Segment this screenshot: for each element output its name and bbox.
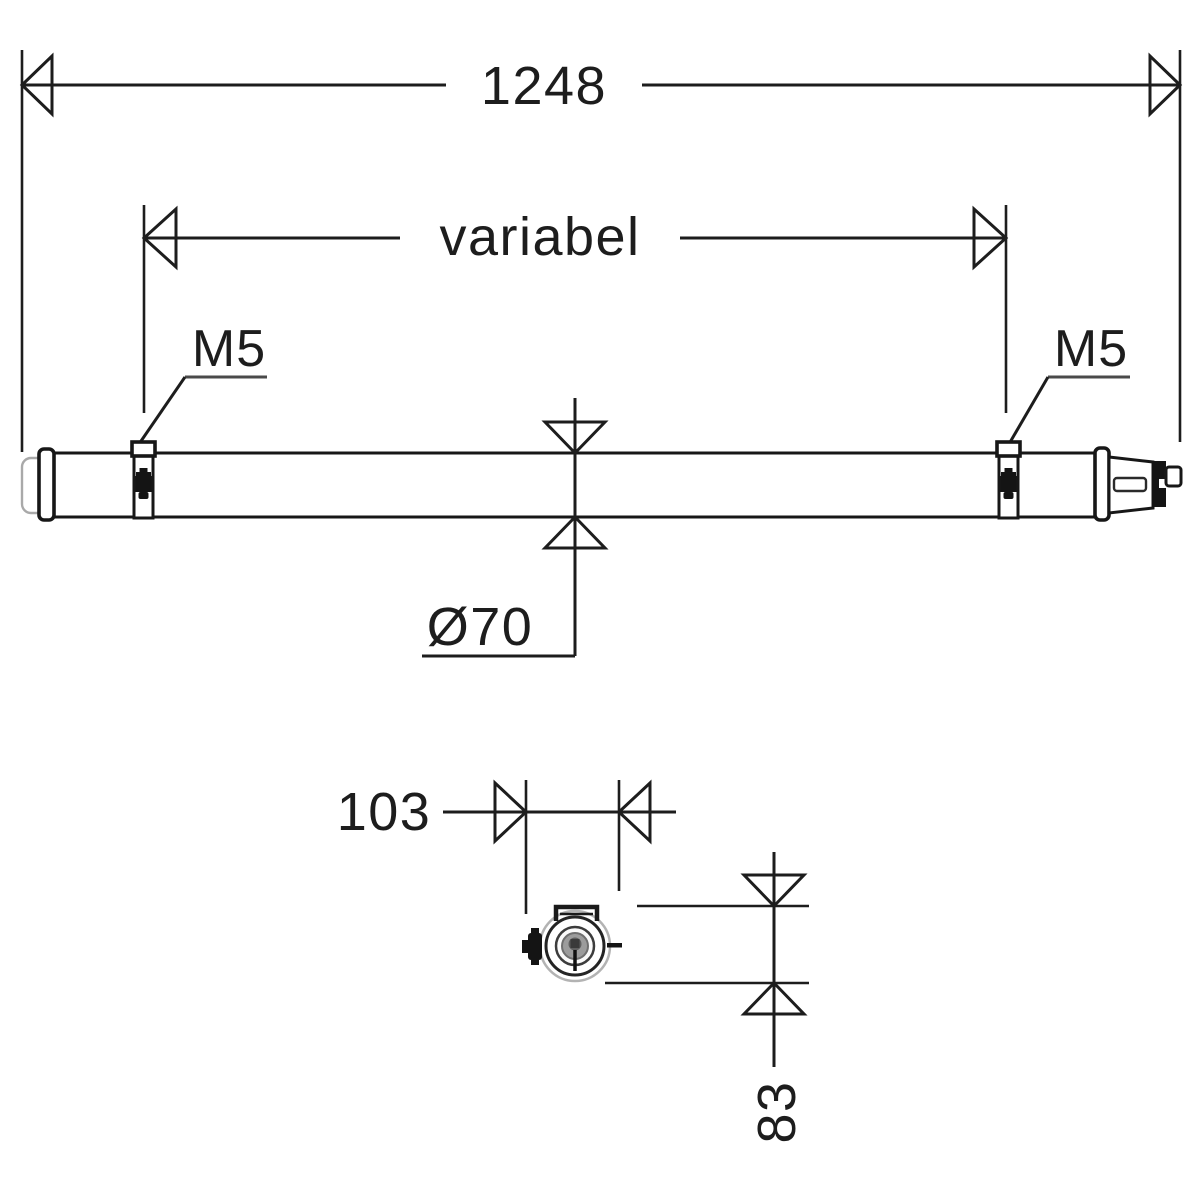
- dimension-arrow-bottom: [541, 514, 609, 550]
- clamp-screw-ear: [1012, 472, 1016, 477]
- thread-callout-left: M5: [137, 320, 267, 445]
- mounting-clamp-left: [130, 440, 157, 520]
- screw-tab: [522, 940, 529, 953]
- left-end-ring: [37, 447, 56, 522]
- screw-nub-bottom: [531, 959, 539, 965]
- right-end-slot: [1112, 476, 1148, 493]
- end-height-dimension: 83: [605, 852, 809, 1144]
- connector-key: [570, 939, 580, 948]
- clamp-screw-head: [139, 468, 148, 476]
- clamp-spacing-dimension: variabel: [141, 205, 1009, 413]
- end-height-label: 83: [747, 1080, 807, 1143]
- clamp-screw-head: [1004, 468, 1013, 476]
- connector-offset-label: 103: [337, 782, 432, 842]
- label-gap: [400, 206, 680, 268]
- dimension-arrow-right: [972, 205, 1009, 271]
- dimension-arrow-right: [1148, 52, 1183, 118]
- clamp-bracket-profile: [553, 904, 600, 921]
- dimension-arrow-left: [493, 779, 529, 845]
- clamp-screw-ear: [1001, 472, 1005, 477]
- clamp-screw-tail: [1003, 492, 1014, 499]
- clamp-cap: [130, 440, 157, 458]
- clamp-spacing-label: variabel: [439, 207, 640, 267]
- callout-leader-line: [1007, 376, 1050, 445]
- screw-nub-top: [531, 928, 539, 934]
- mounting-clamp-right: [995, 440, 1022, 520]
- diameter-label: Ø70: [427, 597, 534, 657]
- tube-end-view: [522, 904, 622, 983]
- label-gap: [446, 52, 642, 116]
- diameter-dimension: Ø70: [422, 398, 609, 658]
- thread-callout-right: M5: [1007, 320, 1130, 445]
- thread-label: M5: [1054, 320, 1128, 378]
- clamp-screw-ear: [147, 472, 151, 477]
- callout-leader-line: [137, 376, 187, 445]
- dimension-arrow-top: [541, 420, 609, 456]
- connector-offset-dimension: 103: [337, 779, 676, 914]
- dimension-arrow-bottom: [740, 980, 808, 1016]
- dimension-arrow-right: [616, 779, 652, 845]
- thread-label: M5: [192, 320, 266, 378]
- dimension-arrow-top: [740, 873, 808, 909]
- overall-length-label: 1248: [481, 56, 607, 116]
- clamp-screw-ear: [136, 472, 140, 477]
- clamp-screw-tail: [138, 492, 149, 499]
- right-end-ring: [1093, 446, 1111, 522]
- dimension-arrow-left: [19, 52, 54, 118]
- clamp-cap: [995, 440, 1022, 458]
- clamp-screw-band: [135, 476, 152, 492]
- right-connector-nub: [1164, 465, 1183, 488]
- side-screw-profile: [522, 928, 542, 965]
- right-tick: [607, 943, 622, 948]
- screw-body: [528, 933, 542, 960]
- clamp-screw-band: [1000, 476, 1017, 492]
- overall-length-dimension: 1248: [19, 50, 1183, 452]
- tube-side-view: [20, 440, 1183, 522]
- right-connector-notch: [1159, 479, 1166, 488]
- dimension-arrow-left: [141, 205, 178, 271]
